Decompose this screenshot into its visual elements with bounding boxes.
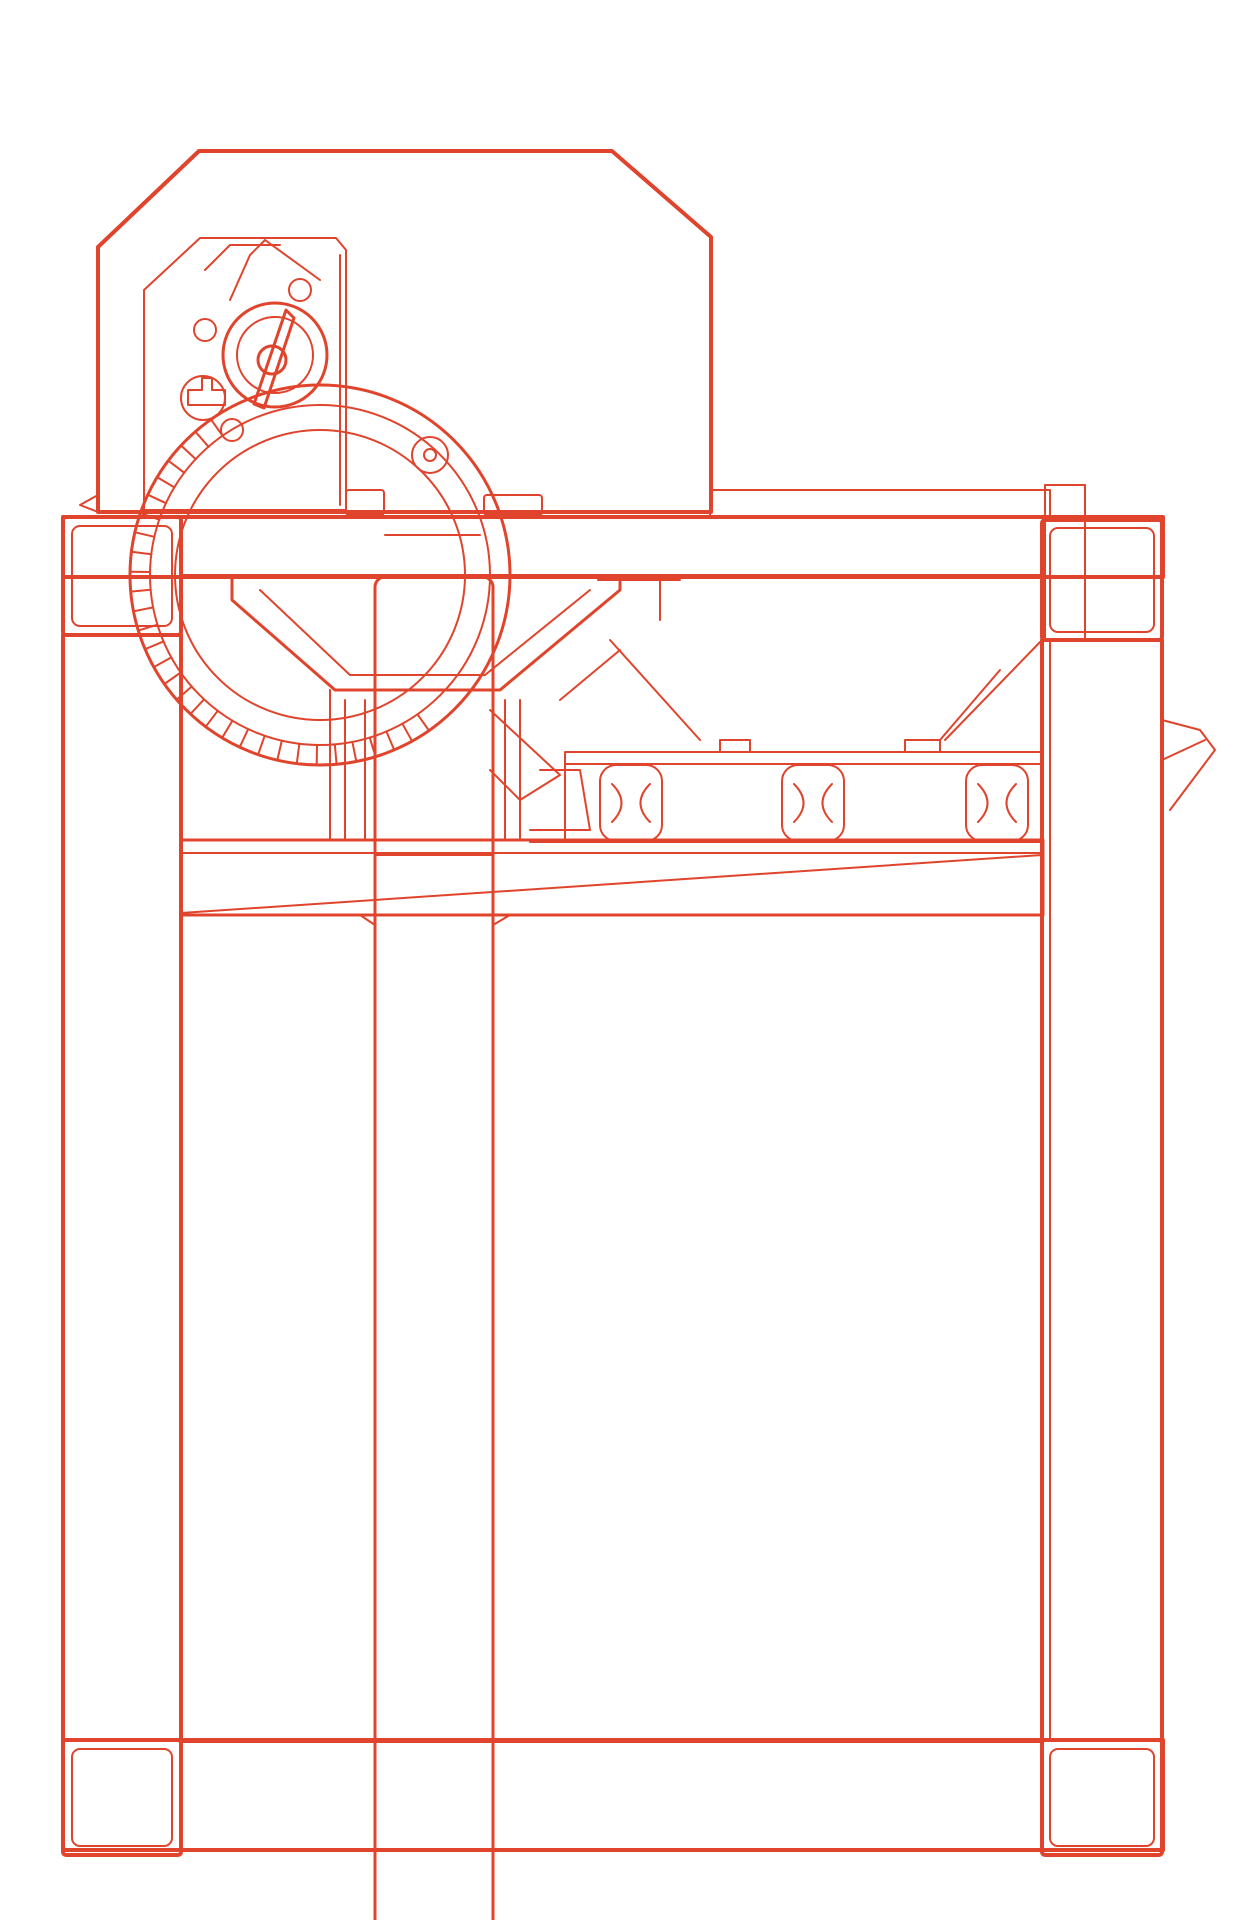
gear-tooth	[276, 739, 283, 762]
frame-legs	[61, 633, 1164, 1742]
gear-tooth	[152, 656, 173, 669]
gear-tooth	[385, 730, 396, 751]
gear-tooth	[333, 743, 338, 766]
gear-tooth	[167, 459, 186, 474]
gear-tooth	[132, 606, 155, 613]
gear-tooth	[194, 430, 210, 448]
gear-tooth	[146, 493, 167, 505]
housing-bolt-icon	[411, 436, 449, 474]
gear-tooth	[180, 444, 197, 461]
gear-tooth	[129, 588, 152, 593]
gear-tooth	[130, 550, 153, 556]
gear-tooth	[401, 722, 414, 743]
bottom-frame	[61, 1738, 1165, 1857]
gear-tooth	[156, 476, 176, 489]
gear-tooth	[163, 671, 182, 685]
gear-tooth	[221, 719, 234, 739]
roller-bed	[529, 739, 1043, 843]
gear-tooth	[295, 742, 301, 765]
gear-tooth	[189, 698, 206, 715]
gear-tooth	[204, 709, 219, 728]
under-table-linkage	[230, 575, 1043, 841]
gear-tooth	[351, 740, 358, 763]
gear-tooth	[133, 531, 156, 538]
gear-tooth	[144, 640, 165, 651]
gear-tooth	[416, 713, 430, 732]
gear-tooth	[257, 734, 266, 756]
gear-tooth	[238, 728, 250, 749]
